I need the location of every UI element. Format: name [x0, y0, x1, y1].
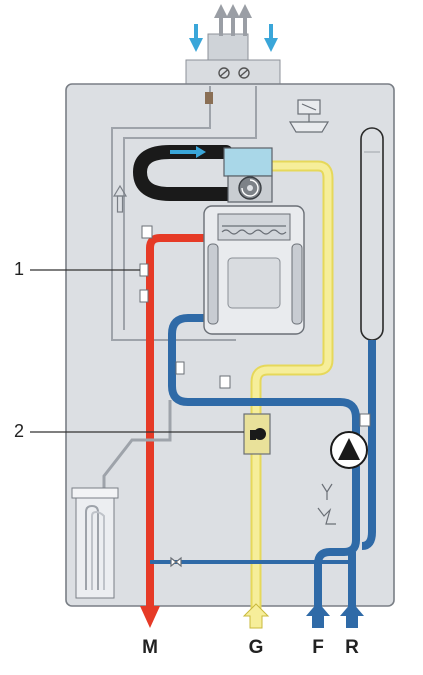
- bypass-valve-icon: [170, 556, 182, 568]
- circulation-pump: [330, 431, 368, 469]
- gas-pipe-inner: [252, 162, 332, 610]
- callout-1: 1: [14, 259, 25, 279]
- callout-leaders: [30, 269, 244, 433]
- fan-duct: [132, 145, 243, 201]
- heating-flow-arrow-icon: [140, 606, 160, 628]
- flue-up-arrow-icon: [112, 184, 128, 213]
- heating-flow-pipe: [146, 234, 208, 612]
- drain-tap-icon: [317, 483, 336, 525]
- expansion-vessel: [360, 127, 384, 341]
- exhaust-arrows-icon: [214, 4, 252, 36]
- cold-water-inlet-arrow-icon: [306, 602, 330, 628]
- flue-screw-icon: [218, 67, 250, 79]
- air-flow-arrow-icon: [170, 146, 206, 158]
- overheat-thermostat-icon: [139, 225, 153, 303]
- pipe-label-r: R: [345, 637, 359, 658]
- pipe-label-g: G: [248, 637, 264, 658]
- return-pipe: [150, 314, 376, 608]
- pipe-label-f: F: [312, 637, 324, 658]
- callout-2: 2: [14, 421, 25, 441]
- return-inlet-arrow-icon: [340, 602, 364, 628]
- condensate-trap: [71, 400, 172, 599]
- heat-exchanger: [203, 205, 305, 335]
- safety-valve-icon: [175, 361, 371, 427]
- pipe-label-m: M: [142, 637, 158, 658]
- gas-inlet-arrow-icon: [242, 603, 270, 629]
- flue-terminal: [185, 33, 281, 87]
- gas-valve-top-icon: [288, 99, 330, 133]
- burner-head: [223, 147, 273, 203]
- air-inlet-arrows-icon: [189, 24, 278, 52]
- gas-valve: [243, 413, 271, 455]
